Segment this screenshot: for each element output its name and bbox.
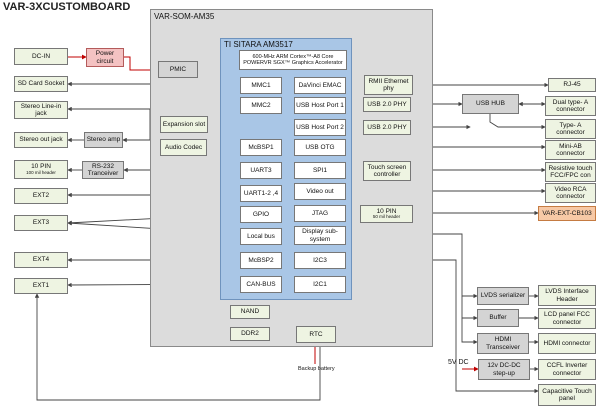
- rmii-phy-block: RMII Ethernet phy: [364, 75, 413, 95]
- stereo-amp-block: Stereo amp: [84, 132, 123, 148]
- i2c1-block: I2C1: [294, 276, 346, 293]
- jtag-header-sublabel: 50 mil header: [372, 214, 401, 220]
- ccfl-inverter-block: CCFL Inverter connector: [538, 359, 596, 380]
- pin10-header-block: 10 PIN 100 mil header: [14, 160, 68, 179]
- rtc-block: RTC: [296, 326, 336, 343]
- dc-in-block: DC-IN: [14, 48, 68, 65]
- hdmi-transceiver-block: HDMI Transceiver: [477, 333, 529, 354]
- mmc1-block: MMC1: [240, 77, 282, 94]
- power-circuit-block: Power circuit: [86, 48, 124, 67]
- jtag-block: JTAG: [294, 205, 346, 222]
- video-out-block: Video out: [294, 183, 346, 200]
- usb-phy1-block: USB 2.0 PHY: [363, 97, 411, 112]
- video-rca-block: Video RCA connector: [545, 183, 596, 203]
- uart124-block: UART1-2 ,4: [240, 185, 282, 202]
- rj45-block: RJ-45: [548, 78, 596, 92]
- cpu-core-block: 600-MHz ARM Cortex™-A8 Core POWERVR SGX™…: [239, 50, 347, 70]
- stereo-line-in-block: Stereo Line-in jack: [14, 101, 68, 119]
- gpio-block: GPIO: [240, 206, 282, 223]
- som-label: VAR-SOM-AM35: [154, 12, 215, 21]
- spi1-block: SPI1: [294, 162, 346, 179]
- ext2-block: EXT2: [14, 188, 68, 204]
- mini-ab-connector-block: Mini-AB connector: [545, 140, 596, 160]
- sd-card-socket-block: SD Card Socket: [14, 76, 68, 92]
- mmc2-block: MMC2: [240, 97, 282, 114]
- pin10-sublabel: 100 mil header: [26, 169, 56, 175]
- local-bus-block: Local bus: [240, 228, 282, 245]
- audio-codec-block: Audio Codec: [160, 139, 207, 156]
- jtag-header-label: 10 PIN: [376, 207, 397, 215]
- lvds-serializer-block: LVDS serializer: [477, 287, 529, 305]
- ext4-block: EXT4: [14, 252, 68, 268]
- type-a-connector-block: Type- A connector: [545, 119, 596, 139]
- hdmi-connector-block: HDMI connector: [538, 333, 596, 354]
- usb-otg-block: USB OTG: [294, 139, 346, 156]
- mcbsp2-block: McBSP2: [240, 252, 282, 269]
- var-ext-cb103-block: VAR-EXT-CB103: [538, 206, 596, 221]
- pmic-block: PMIC: [158, 61, 198, 78]
- uart3-block: UART3: [240, 162, 282, 179]
- pin10-label: 10 PIN: [31, 163, 51, 171]
- five-volt-label: 5V DC: [448, 359, 469, 366]
- ddr2-block: DDR2: [230, 327, 270, 341]
- nand-block: NAND: [230, 305, 270, 319]
- buffer-block: Buffer: [477, 309, 519, 327]
- capacitive-touch-block: Capacitive Touch panel: [538, 384, 596, 406]
- expansion-slot-block: Expansion slot: [160, 116, 208, 133]
- i2c3-block: I2C3: [294, 252, 346, 269]
- mcbsp1-block: McBSP1: [240, 139, 282, 156]
- davinci-emac-block: DaVinci EMAC: [294, 77, 346, 94]
- lvds-interface-header-block: LVDS Interface Header: [538, 285, 596, 306]
- display-subsystem-block: Display sub-system: [294, 226, 346, 245]
- diagram-title: VAR-3XCUSTOMBOARD: [3, 1, 131, 13]
- usb-host2-block: USB Host Port 2: [294, 119, 346, 136]
- soc-label: TI SITARA AM3517: [224, 40, 293, 49]
- lcd-panel-fcc-block: LCD panel FCC connector: [538, 308, 596, 329]
- usb-hub-block: USB HUB: [462, 94, 519, 114]
- can-bus-block: CAN-BUS: [240, 276, 282, 293]
- jtag-header-block: 10 PIN 50 mil header: [360, 205, 413, 223]
- dc-dc-step-up-block: 12v DC-DC step-up: [478, 359, 530, 380]
- stereo-out-jack-block: Stereo out jack: [14, 132, 68, 148]
- resistive-touch-block: Resistive touch FCC/FPC con: [545, 162, 596, 182]
- usb-host1-block: USB Host Port 1: [294, 97, 346, 114]
- backup-battery-label: Backup battery: [298, 366, 335, 372]
- ext1-block: EXT1: [14, 278, 68, 294]
- rs232-transceiver-block: RS-232 Tranceiver: [82, 161, 124, 179]
- dual-type-a-block: Dual type- A connector: [545, 96, 596, 116]
- ext3-block: EXT3: [14, 215, 68, 231]
- usb-phy2-block: USB 2.0 PHY: [363, 120, 411, 135]
- touch-controller-block: Touch screen controller: [363, 161, 411, 181]
